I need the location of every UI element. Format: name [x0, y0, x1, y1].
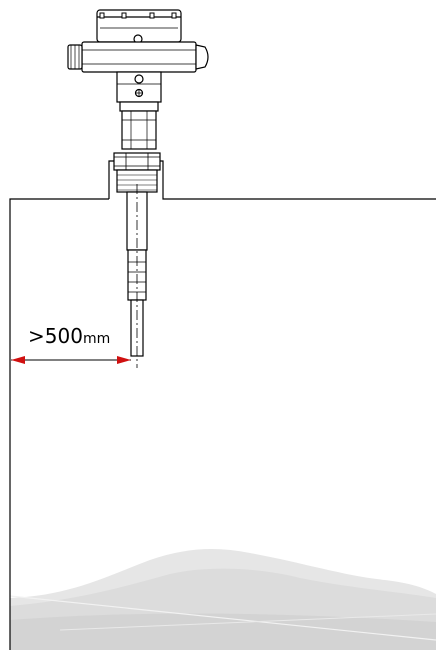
- cable-gland-left-icon: [67, 44, 83, 70]
- distance-value: 500: [44, 324, 83, 348]
- sensor-housing: [67, 9, 209, 193]
- housing-neck: [119, 101, 159, 112]
- silo-outline: [9, 160, 436, 650]
- nozzle: [108, 160, 436, 200]
- hex-nut: [113, 152, 161, 171]
- distance-prefix: >: [28, 324, 45, 348]
- distance-label: >500mm: [28, 326, 110, 346]
- bulk-material-pile: [9, 548, 436, 650]
- probe-rod: [126, 184, 148, 368]
- distance-unit: mm: [82, 331, 111, 347]
- housing-body: [81, 41, 197, 73]
- cable-gland-right-icon: [195, 44, 209, 70]
- arrowhead-left-icon: [11, 356, 25, 364]
- silo-wall: [9, 198, 109, 650]
- distance-dimension: [9, 322, 131, 372]
- arrowhead-right-icon: [117, 356, 131, 364]
